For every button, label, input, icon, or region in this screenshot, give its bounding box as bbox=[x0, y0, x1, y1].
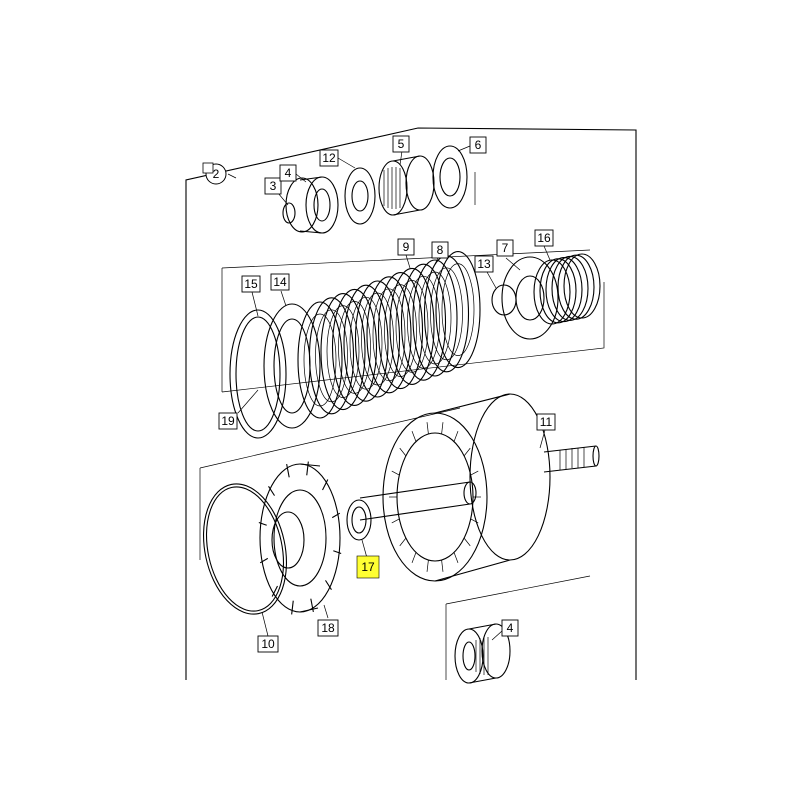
clutch-plate bbox=[377, 272, 424, 390]
callout-4-upper[interactable]: 4 bbox=[279, 164, 297, 182]
assembly-frame bbox=[185, 127, 637, 680]
svg-text:14: 14 bbox=[273, 275, 287, 289]
clutch-plate bbox=[354, 280, 401, 398]
callout-17-highlighted[interactable]: 17 bbox=[356, 555, 380, 579]
callout-labels: 2 3 4 12 5 6 9 8 7 16 13 15 14 19 11 17 … bbox=[202, 135, 556, 653]
callout-7[interactable]: 7 bbox=[496, 239, 514, 257]
callout-18[interactable]: 18 bbox=[317, 619, 339, 637]
retaining-ring-part-13 bbox=[491, 284, 517, 316]
svg-text:15: 15 bbox=[244, 277, 258, 291]
svg-text:6: 6 bbox=[475, 138, 482, 152]
callout-12[interactable]: 12 bbox=[319, 149, 339, 167]
svg-text:2: 2 bbox=[213, 167, 220, 181]
callout-15[interactable]: 15 bbox=[241, 275, 261, 293]
clutch-plate bbox=[366, 276, 412, 394]
clutch-plate bbox=[435, 251, 481, 369]
callout-19[interactable]: 19 bbox=[218, 412, 238, 430]
svg-text:8: 8 bbox=[437, 243, 444, 257]
snap-ring-part-3 bbox=[282, 202, 296, 224]
callout-4-lower[interactable]: 4 bbox=[501, 619, 519, 637]
o-ring-part-10 bbox=[202, 483, 288, 615]
panel-outlines bbox=[199, 172, 605, 680]
clutch-plate bbox=[343, 284, 389, 402]
svg-text:17: 17 bbox=[361, 560, 375, 574]
thrust-washer-part-12 bbox=[344, 167, 376, 225]
snap-ring-part-15 bbox=[229, 309, 287, 439]
callout-10[interactable]: 10 bbox=[257, 635, 279, 653]
callout-6[interactable]: 6 bbox=[469, 136, 487, 154]
callout-16[interactable]: 16 bbox=[534, 229, 554, 247]
svg-text:3: 3 bbox=[270, 179, 277, 193]
clutch-plate bbox=[297, 301, 343, 419]
callout-2[interactable]: 2 bbox=[202, 162, 227, 185]
spring-retainer-part-7 bbox=[501, 256, 559, 340]
svg-text:11: 11 bbox=[540, 415, 553, 429]
svg-text:5: 5 bbox=[398, 137, 405, 151]
drum-part-11 bbox=[359, 393, 600, 582]
svg-text:4: 4 bbox=[507, 621, 514, 635]
callout-5[interactable]: 5 bbox=[392, 135, 410, 153]
svg-text:19: 19 bbox=[221, 414, 235, 428]
svg-text:18: 18 bbox=[321, 621, 335, 635]
seal-ring-part-17 bbox=[346, 499, 372, 541]
callout-9[interactable]: 9 bbox=[397, 238, 415, 256]
clutch-plate bbox=[320, 293, 366, 411]
clutch-plate bbox=[331, 288, 378, 406]
svg-text:9: 9 bbox=[403, 240, 410, 254]
bearing-part-4-lower bbox=[454, 623, 511, 684]
callout-13[interactable]: 13 bbox=[474, 255, 494, 273]
svg-text:12: 12 bbox=[322, 151, 336, 165]
svg-text:7: 7 bbox=[502, 241, 509, 255]
bearing-part-4 bbox=[285, 176, 339, 234]
needle-bearing-part-5 bbox=[378, 155, 435, 216]
svg-text:16: 16 bbox=[537, 231, 551, 245]
leader-lines bbox=[227, 145, 551, 641]
clutch-plate bbox=[412, 259, 458, 377]
svg-text:10: 10 bbox=[261, 637, 275, 651]
svg-text:13: 13 bbox=[477, 257, 491, 271]
clutch-plate bbox=[400, 263, 447, 381]
spring-part-16 bbox=[533, 253, 601, 325]
thrust-washer-part-6 bbox=[432, 145, 468, 209]
callout-8[interactable]: 8 bbox=[431, 241, 449, 259]
callout-3[interactable]: 3 bbox=[264, 177, 282, 195]
clutch-pack bbox=[229, 251, 481, 439]
callout-14[interactable]: 14 bbox=[270, 273, 290, 291]
spring-assembly bbox=[491, 253, 601, 340]
clutch-plates-parts-9-8 bbox=[297, 251, 481, 419]
callout-11[interactable]: 11 bbox=[536, 413, 556, 431]
clutch-plate bbox=[389, 267, 435, 385]
pressure-plate-part-14 bbox=[263, 303, 321, 429]
svg-text:4: 4 bbox=[285, 166, 292, 180]
clutch-plate bbox=[308, 297, 355, 415]
piston-part-18 bbox=[258, 461, 342, 615]
bearing-row-top bbox=[282, 145, 468, 234]
